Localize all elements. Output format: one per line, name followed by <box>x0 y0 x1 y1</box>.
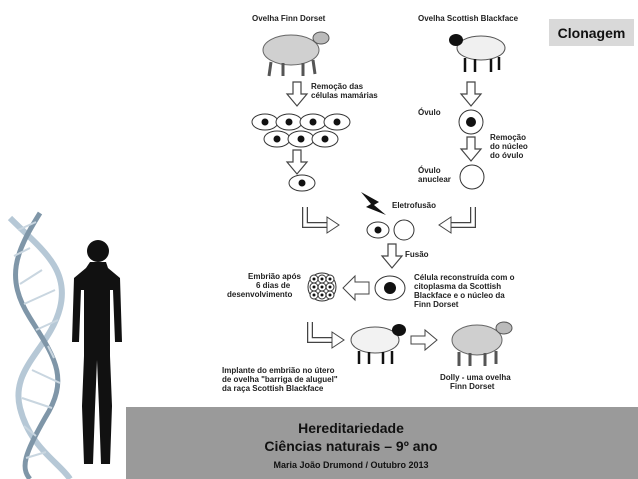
label-removal-nucleus-2: do núcleo <box>490 142 528 151</box>
cloning-diagram <box>251 31 513 366</box>
label-reconstructed-4: Finn Dorset <box>414 300 459 309</box>
label-ovum: Óvulo <box>418 108 441 117</box>
lightning-icon <box>361 192 386 215</box>
footer-banner: Hereditariedade Ciências naturais – 9º a… <box>126 407 638 479</box>
footer-title: Hereditariedade <box>298 420 404 436</box>
label-removal-nucleus-3: do óvulo <box>490 151 524 160</box>
label-removal-mammary-1: Remoção das <box>311 82 364 91</box>
label-anucleate-1: Óvulo <box>418 166 441 175</box>
label-implant-1: Implante do embrião no útero <box>222 366 335 375</box>
label-electrofusion: Eletrofusão <box>392 201 437 210</box>
label-implant-3: da raça Scottish Blackface <box>222 384 324 393</box>
label-embryo-1: Embrião após <box>248 272 301 281</box>
topic-badge: Clonagem <box>549 19 634 46</box>
label-dolly-1: Dolly - uma ovelha <box>440 373 511 382</box>
human-silhouette-icon <box>72 240 122 464</box>
surrogate-sheep-icon <box>350 324 406 364</box>
scottish-blackface-sheep-icon <box>449 34 506 72</box>
label-reconstructed-1: Célula reconstruída com o <box>414 273 515 282</box>
label-reconstructed-2: citoplasma da Scottish <box>414 282 502 291</box>
label-embryo-3: desenvolvimento <box>227 290 293 299</box>
embryo-icon <box>307 272 337 302</box>
label-fusion: Fusão <box>405 250 429 259</box>
label-finn-dorset: Ovelha Finn Dorset <box>252 14 326 23</box>
label-anucleate-2: anuclear <box>418 175 451 184</box>
footer-author: Maria João Drumond / Outubro 2013 <box>273 460 429 470</box>
label-reconstructed-3: Blackface e o núcleo da <box>414 291 505 300</box>
label-dolly-2: Finn Dorset <box>450 382 495 391</box>
label-removal-mammary-2: células mamárias <box>311 91 378 100</box>
dolly-sheep-icon <box>451 321 513 366</box>
finn-dorset-sheep-icon <box>262 31 330 77</box>
footer-subtitle: Ciências naturais – 9º ano <box>264 438 438 454</box>
label-removal-nucleus-1: Remoção <box>490 133 527 142</box>
label-scottish-blackface: Ovelha Scottish Blackface <box>418 14 519 23</box>
label-implant-2: de ovelha "barriga de aluguel" <box>222 375 338 384</box>
label-embryo-2: 6 dias de <box>256 281 291 290</box>
dna-helix-illustration <box>7 211 73 479</box>
